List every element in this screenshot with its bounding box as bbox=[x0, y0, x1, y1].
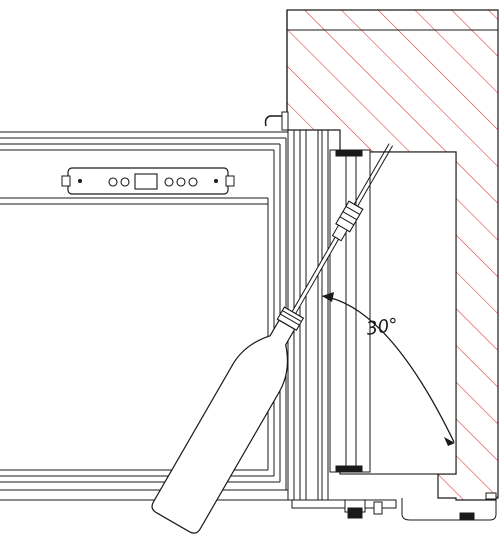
angle-annotation: 30° bbox=[321, 292, 455, 446]
panel-button-3-icon bbox=[164, 177, 174, 187]
wall-hatch-fill bbox=[286, 9, 499, 501]
bottle-assembly bbox=[151, 143, 394, 534]
angle-arc bbox=[321, 295, 455, 443]
panel-button-1-icon bbox=[108, 177, 118, 187]
control-panel-tab-right bbox=[225, 175, 235, 187]
angle-arrow-left-icon bbox=[322, 292, 334, 302]
wall-section bbox=[286, 9, 499, 501]
inner-unit bbox=[329, 149, 371, 473]
door-panel bbox=[0, 131, 288, 501]
angle-arrow-right-icon bbox=[444, 437, 455, 446]
hinge-top bbox=[281, 111, 289, 131]
bottom-hardware bbox=[291, 492, 497, 521]
probe-wire-2 bbox=[357, 145, 394, 207]
probe-wire bbox=[353, 143, 390, 205]
angle-label: 30° bbox=[365, 315, 400, 340]
panel-button-4-icon bbox=[176, 177, 186, 187]
panel-screw-left-icon bbox=[78, 179, 82, 183]
hook bbox=[264, 115, 286, 127]
panel-button-5-icon bbox=[188, 177, 198, 187]
panel-button-2-icon bbox=[120, 177, 130, 187]
bottle-body bbox=[151, 319, 296, 534]
panel-display bbox=[134, 173, 158, 190]
control-panel bbox=[61, 167, 235, 195]
control-panel-tab-left bbox=[61, 175, 71, 187]
panel-screw-right-icon bbox=[214, 179, 218, 183]
